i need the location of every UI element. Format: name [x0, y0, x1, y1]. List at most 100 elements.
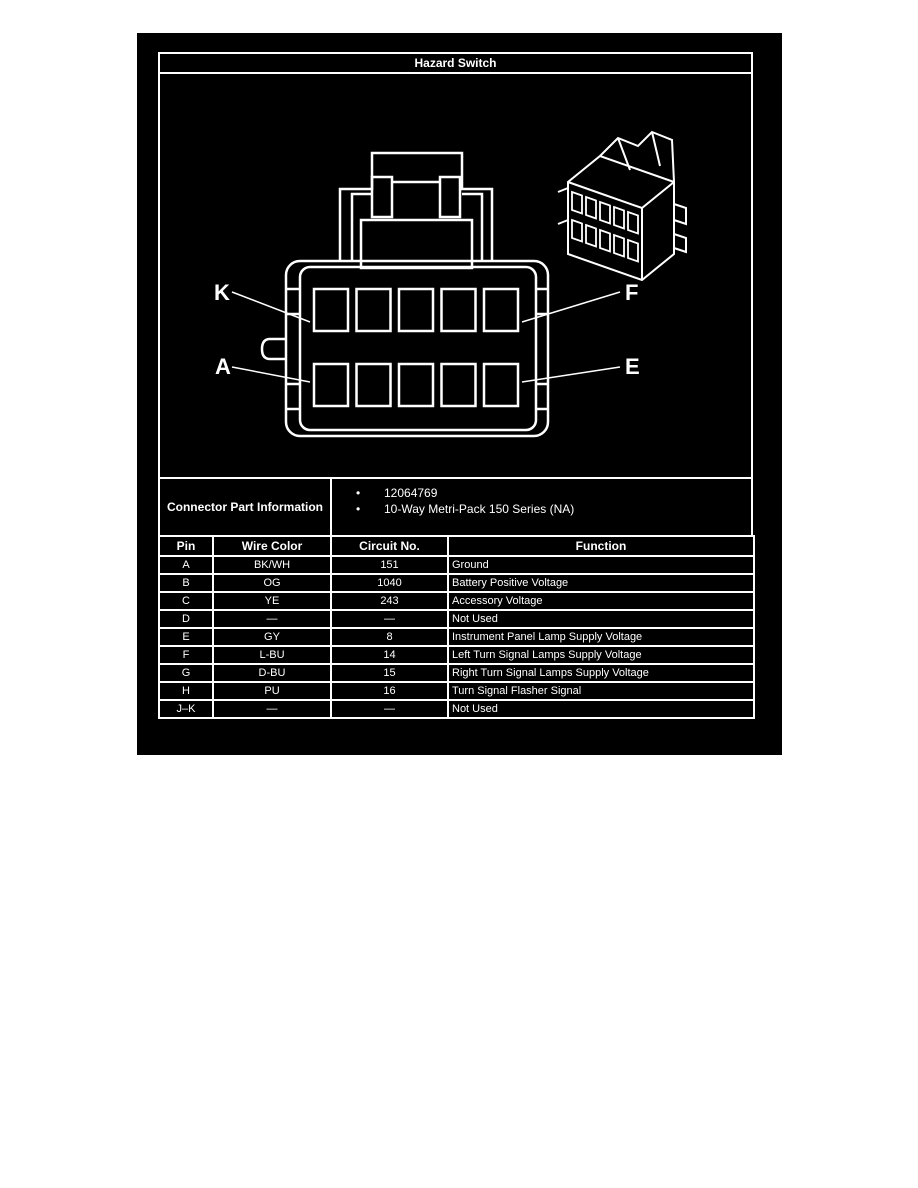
pin-table-header: Pin Wire Color Circuit No. Function: [158, 535, 755, 557]
pin-label-k: K: [214, 280, 230, 305]
pin-cavity: [312, 362, 350, 408]
pin-label-e: E: [625, 354, 640, 379]
circuit-cell: 14: [330, 645, 449, 665]
circuit-cell: 151: [330, 555, 449, 575]
side-notch-left-top: [286, 287, 300, 316]
pin-cell: F: [158, 645, 214, 665]
wire-color-cell: BK/WH: [212, 555, 332, 575]
iso-pin-cavity: [599, 200, 611, 225]
side-notch-right-bottom: [536, 382, 548, 411]
circuit-cell: —: [330, 699, 449, 719]
iso-pin-cavity: [599, 228, 611, 253]
sheet-title: Hazard Switch: [158, 52, 753, 74]
circuit-cell: 243: [330, 591, 449, 611]
iso-pin-cavity: [627, 210, 639, 235]
side-key: [260, 337, 286, 361]
latch-window-right: [438, 175, 462, 219]
leader-k: [231, 291, 311, 323]
function-cell: Right Turn Signal Lamps Supply Voltage: [447, 663, 755, 683]
pin-cell: H: [158, 681, 214, 701]
header-wire-color: Wire Color: [212, 535, 332, 557]
wire-color-cell: D-BU: [212, 663, 332, 683]
pin-cavity: [482, 362, 520, 408]
circuit-cell: 8: [330, 627, 449, 647]
pin-label-a: A: [215, 354, 231, 379]
function-cell: Instrument Panel Lamp Supply Voltage: [447, 627, 755, 647]
side-notch-right-top: [536, 287, 548, 316]
function-cell: Accessory Voltage: [447, 591, 755, 611]
function-cell: Battery Positive Voltage: [447, 573, 755, 593]
pin-cell: G: [158, 663, 214, 683]
latch-inner: [350, 192, 484, 262]
circuit-cell: 16: [330, 681, 449, 701]
pin-cavity: [440, 362, 477, 408]
part-series: 10-Way Metri-Pack 150 Series (NA): [356, 501, 574, 517]
function-cell: Left Turn Signal Lamps Supply Voltage: [447, 645, 755, 665]
wire-color-cell: GY: [212, 627, 332, 647]
pin-cavity: [355, 362, 392, 408]
connector-body: [284, 259, 550, 438]
wire-color-cell: L-BU: [212, 645, 332, 665]
circuit-cell: —: [330, 609, 449, 629]
pin-cavity: [482, 287, 520, 333]
iso-pin-cavity: [571, 190, 583, 215]
iso-pin-cavity: [585, 195, 597, 220]
pin-cell: E: [158, 627, 214, 647]
table-row: D——Not Used: [158, 609, 755, 629]
header-circuit-no: Circuit No.: [330, 535, 449, 557]
pin-cavity: [355, 287, 392, 333]
iso-pin-cavity: [585, 223, 597, 248]
leader-a: [231, 366, 311, 383]
pin-cavity: [312, 287, 350, 333]
connector-diagram: K F A E: [158, 74, 753, 479]
table-row: J–K——Not Used: [158, 699, 755, 719]
pin-cavity: [440, 287, 477, 333]
connector-iso-view: [557, 130, 687, 282]
function-cell: Turn Signal Flasher Signal: [447, 681, 755, 701]
wire-color-cell: OG: [212, 573, 332, 593]
pin-cavity: [397, 362, 435, 408]
pin-cavities: [312, 287, 520, 408]
pin-cell: D: [158, 609, 214, 629]
connector-sheet: Hazard Switch: [137, 33, 782, 755]
part-number: 12064769: [356, 485, 574, 501]
pin-cell: J–K: [158, 699, 214, 719]
function-cell: Ground: [447, 555, 755, 575]
connector-inner-body: [298, 265, 538, 432]
side-notch-left-bottom: [286, 382, 300, 411]
iso-pin-cavity: [613, 205, 625, 230]
pin-cell: C: [158, 591, 214, 611]
wire-color-cell: —: [212, 699, 332, 719]
function-cell: Not Used: [447, 699, 755, 719]
wire-color-cell: —: [212, 609, 332, 629]
iso-pin-cavity: [613, 233, 625, 258]
pin-label-f: F: [625, 280, 638, 305]
connector-part-label: Connector Part Information: [160, 479, 332, 535]
latch-housing: [338, 151, 494, 262]
pin-cell: B: [158, 573, 214, 593]
header-pin: Pin: [158, 535, 214, 557]
wire-color-cell: PU: [212, 681, 332, 701]
iso-pin-cavity: [627, 238, 639, 263]
connector-part-information: Connector Part Information 12064769 10-W…: [158, 479, 753, 537]
leader-e: [521, 366, 621, 383]
latch-window-left: [370, 175, 394, 219]
connector-face-drawing: K F A E: [214, 130, 687, 438]
pin-cavity: [397, 287, 435, 333]
connector-part-list: 12064769 10-Way Metri-Pack 150 Series (N…: [356, 485, 574, 517]
circuit-cell: 1040: [330, 573, 449, 593]
pin-cell: A: [158, 555, 214, 575]
circuit-cell: 15: [330, 663, 449, 683]
wire-color-cell: YE: [212, 591, 332, 611]
leader-f: [521, 291, 621, 323]
function-cell: Not Used: [447, 609, 755, 629]
header-function: Function: [447, 535, 755, 557]
